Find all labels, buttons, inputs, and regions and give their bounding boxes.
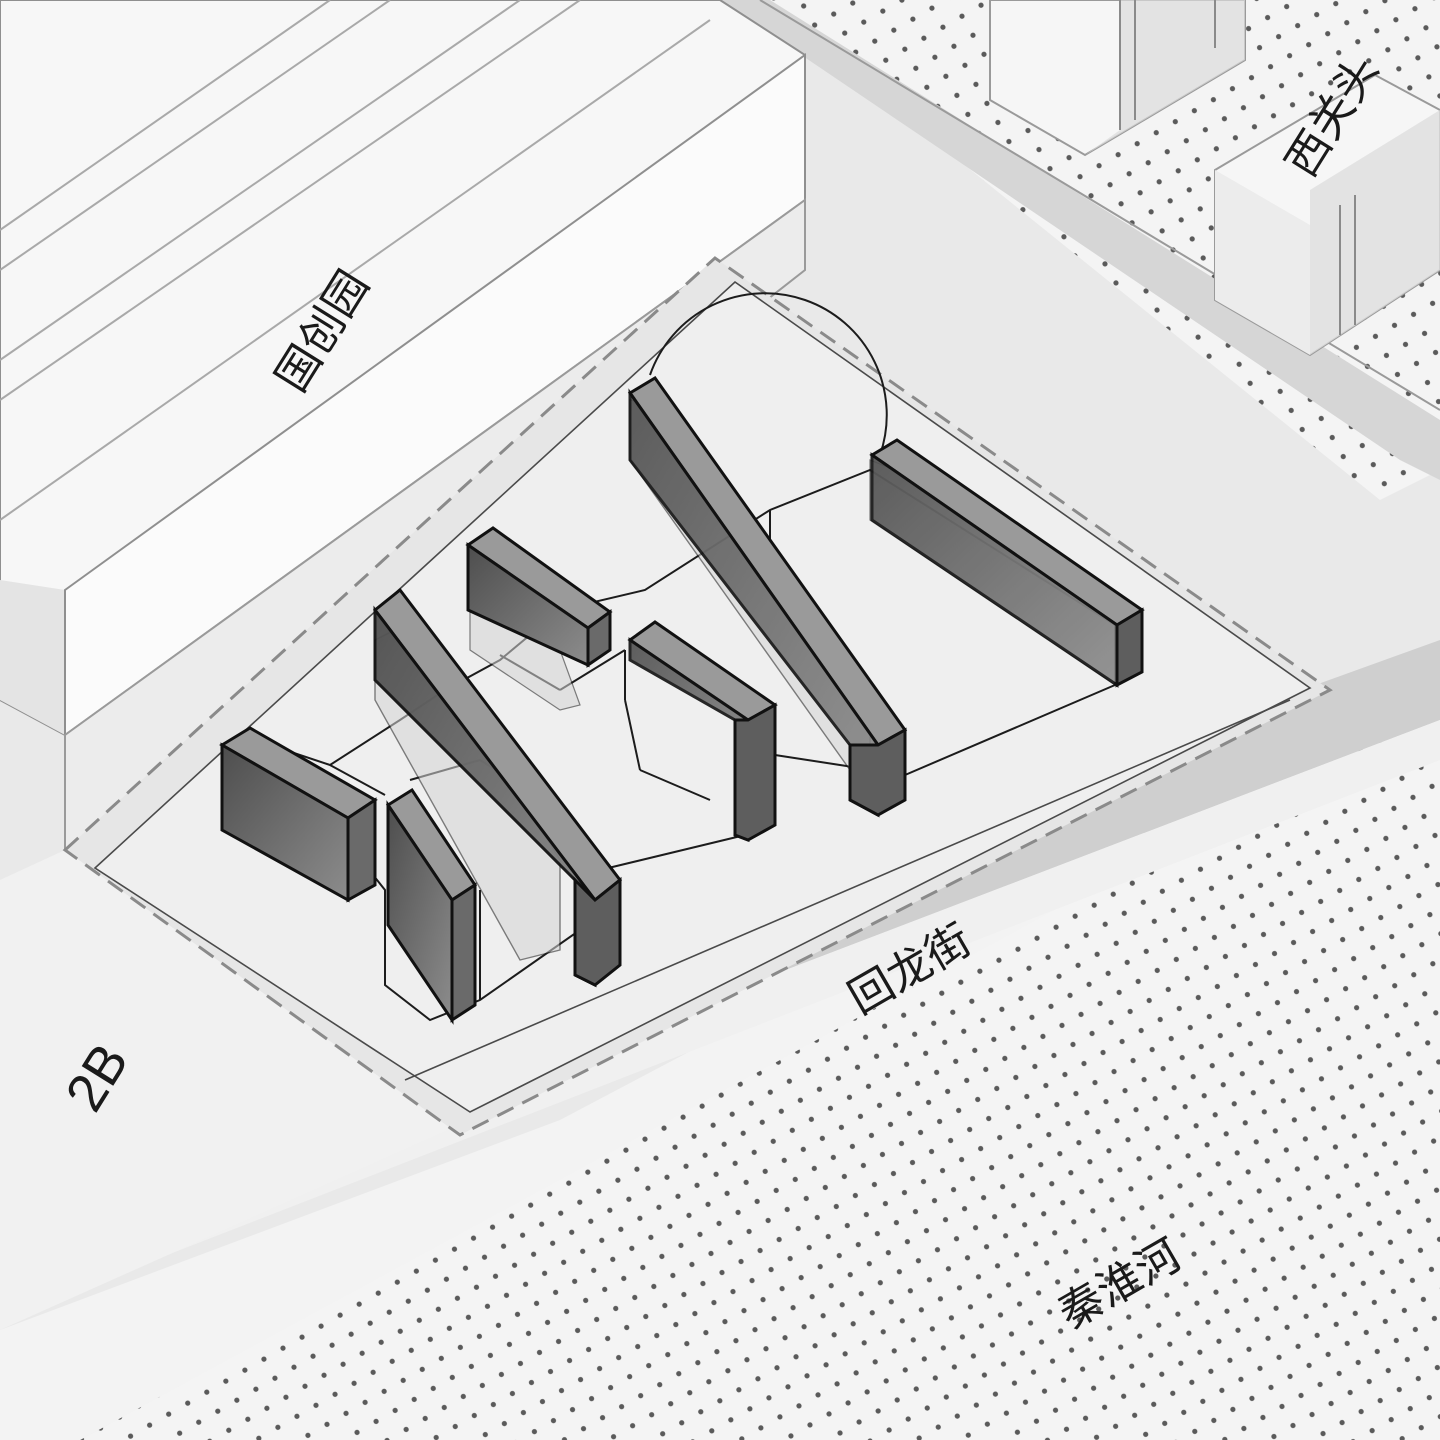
plot-2b-ground	[0, 850, 470, 1330]
wall-slab-6	[627, 375, 908, 818]
road-edge	[0, 720, 1440, 1320]
building-xiguantou-2	[1214, 73, 1440, 357]
upper-road	[720, 0, 1440, 480]
wall-slab-5	[627, 620, 778, 843]
wall-slab-2	[372, 587, 623, 988]
wall-slab-3	[385, 787, 478, 1025]
building-xiguantou	[989, 0, 1246, 157]
wall-slab-4	[465, 526, 613, 668]
wall-slab-1	[219, 726, 378, 903]
wall-slab-7	[869, 438, 1145, 688]
